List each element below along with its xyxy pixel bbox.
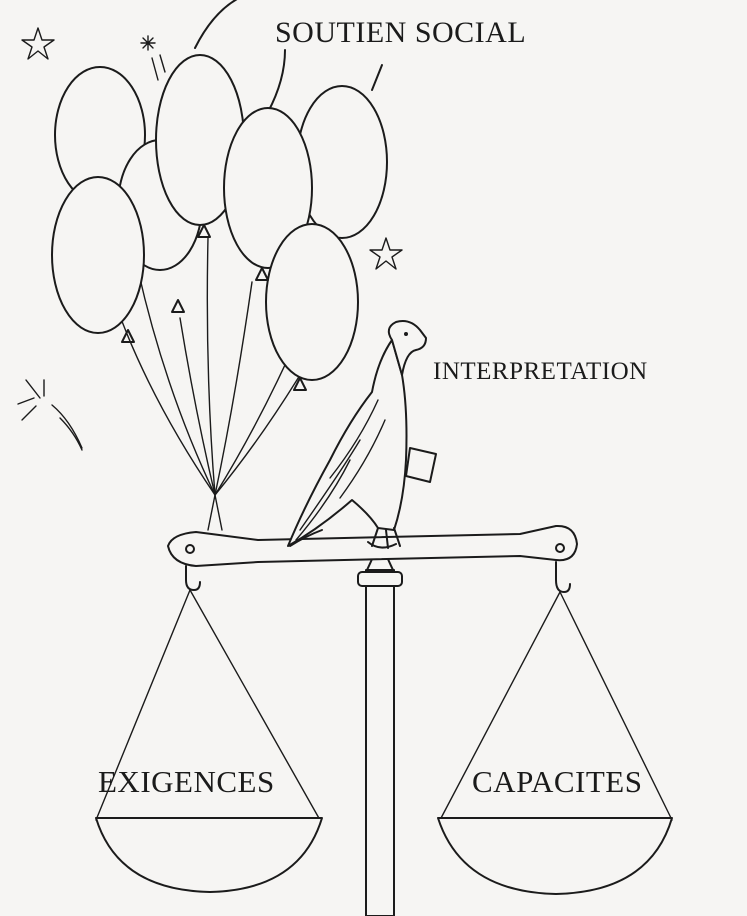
capacities-label: CAPACITES [472,764,642,800]
balance-scale-icon [96,526,672,916]
interpretation-label: INTERPRETATION [433,358,648,386]
sparkle-icon [18,380,82,450]
sparkle-icon [141,36,165,80]
star-icon [22,28,54,59]
demands-label: EXIGENCES [98,764,275,800]
balloon [52,177,144,333]
social-support-label: SOUTIEN SOCIAL [275,16,526,50]
star-icon [370,238,402,269]
balloon-bunch-icon [52,0,387,390]
balloon [266,224,358,380]
